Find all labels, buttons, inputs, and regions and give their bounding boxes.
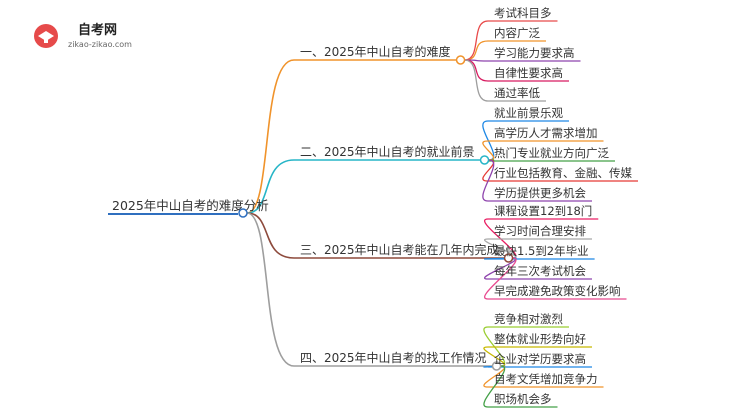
- leaf-label: 课程设置12到18门: [494, 204, 592, 218]
- leaf-node[interactable]: 行业包括教育、金融、传媒: [494, 166, 632, 180]
- leaf-label: 就业前景乐观: [494, 106, 563, 120]
- leaf-node[interactable]: 竞争相对激烈: [494, 312, 563, 326]
- leaf-node[interactable]: 学习时间合理安排: [494, 224, 586, 238]
- connector-branch-leaf: [464, 59, 489, 102]
- leaf-label: 行业包括教育、金融、传媒: [494, 166, 632, 180]
- leaf-node[interactable]: 课程设置12到18门: [494, 204, 592, 218]
- branch-node-1[interactable]: 一、2025年中山自考的难度: [300, 44, 466, 65]
- leaf-label: 竞争相对激烈: [494, 312, 563, 326]
- root-label: 2025年中山自考的难度分析: [112, 198, 269, 213]
- mindmap-nodes: 2025年中山自考的难度分析 一、2025年中山自考的难度 考试科目多内容广泛学习…: [108, 6, 632, 406]
- connector-branch-leaf: [484, 257, 517, 300]
- logo-url: zikao-zikao.com: [68, 40, 132, 49]
- graduation-cap-icon: [38, 31, 54, 41]
- branch-collapse-handle-3[interactable]: [503, 253, 514, 263]
- leaf-label: 职场机会多: [494, 392, 552, 406]
- leaf-node[interactable]: 就业前景乐观: [494, 106, 563, 120]
- leaf-label: 学习时间合理安排: [494, 224, 586, 238]
- branch-label: 二、2025年中山自考的就业前景: [300, 144, 475, 159]
- connector-root-branch-1: [246, 59, 295, 214]
- leaf-label: 企业对学历要求高: [494, 352, 586, 366]
- branch-collapse-handle-2[interactable]: [479, 155, 490, 165]
- connector-branch-leaf: [482, 159, 495, 202]
- leaf-node[interactable]: 考试科目多: [494, 6, 552, 20]
- leaf-label: 学习能力要求高: [494, 46, 575, 60]
- leaf-label: 考试科目多: [494, 6, 552, 20]
- leaf-node[interactable]: 整体就业形势向好: [494, 332, 586, 346]
- leaf-node[interactable]: 热门专业就业方向广泛: [494, 146, 609, 160]
- connector-branch-leaf: [464, 20, 489, 61]
- leaf-label: 通过率低: [494, 86, 540, 100]
- leaf-label: 自律性要求高: [494, 66, 563, 80]
- leaf-node[interactable]: 学习能力要求高: [494, 46, 575, 60]
- leaf-label: 最快1.5到2年毕业: [494, 244, 589, 258]
- branch-node-3[interactable]: 三、2025年中山自考能在几年内完成: [300, 242, 514, 263]
- leaf-label: 早完成避免政策变化影响: [494, 284, 621, 298]
- leaf-node[interactable]: 每年三次考试机会: [494, 264, 586, 278]
- branch-collapse-handle-4[interactable]: [491, 361, 502, 371]
- connector-branch-leaf: [483, 365, 506, 408]
- logo-title: 自考网: [78, 22, 117, 38]
- graduation-cap-base-icon: [44, 38, 48, 43]
- leaf-node[interactable]: 自律性要求高: [494, 66, 563, 80]
- leaf-label: 自考文凭增加竞争力: [494, 372, 598, 386]
- leaf-label: 热门专业就业方向广泛: [494, 146, 609, 160]
- site-logo: 自考网 zikao-zikao.com: [34, 22, 132, 49]
- connector-root-branch-4: [246, 212, 295, 367]
- leaf-node[interactable]: 早完成避免政策变化影响: [494, 284, 621, 298]
- leaf-node[interactable]: 高学历人才需求增加: [494, 126, 598, 140]
- leaf-label: 内容广泛: [494, 26, 540, 40]
- branch-collapse-handle-1[interactable]: [455, 55, 466, 65]
- connector-lines: [246, 20, 638, 408]
- leaf-node[interactable]: 自考文凭增加竞争力: [494, 372, 598, 386]
- leaf-node[interactable]: 职场机会多: [494, 392, 552, 406]
- root-node[interactable]: 2025年中山自考的难度分析: [108, 198, 269, 218]
- branch-label: 一、2025年中山自考的难度: [300, 44, 451, 59]
- branch-node-2[interactable]: 二、2025年中山自考的就业前景: [300, 144, 490, 165]
- root-collapse-handle[interactable]: [238, 208, 248, 218]
- leaf-label: 学历提供更多机会: [494, 186, 586, 200]
- branch-label: 三、2025年中山自考能在几年内完成: [300, 242, 499, 257]
- leaf-label: 每年三次考试机会: [494, 264, 586, 278]
- branch-label: 四、2025年中山自考的找工作情况: [300, 350, 487, 365]
- connector-root-branch-2: [246, 159, 295, 214]
- leaf-label: 高学历人才需求增加: [494, 126, 598, 140]
- leaf-node[interactable]: 内容广泛: [494, 26, 540, 40]
- leaf-label: 整体就业形势向好: [494, 332, 586, 346]
- leaf-node[interactable]: 学历提供更多机会: [494, 186, 586, 200]
- leaf-node[interactable]: 通过率低: [494, 86, 540, 100]
- connector-root-branch-3: [246, 212, 295, 259]
- branch-node-4[interactable]: 四、2025年中山自考的找工作情况: [300, 350, 502, 371]
- leaf-node[interactable]: 最快1.5到2年毕业: [494, 244, 589, 258]
- leaf-node[interactable]: 企业对学历要求高: [494, 352, 586, 366]
